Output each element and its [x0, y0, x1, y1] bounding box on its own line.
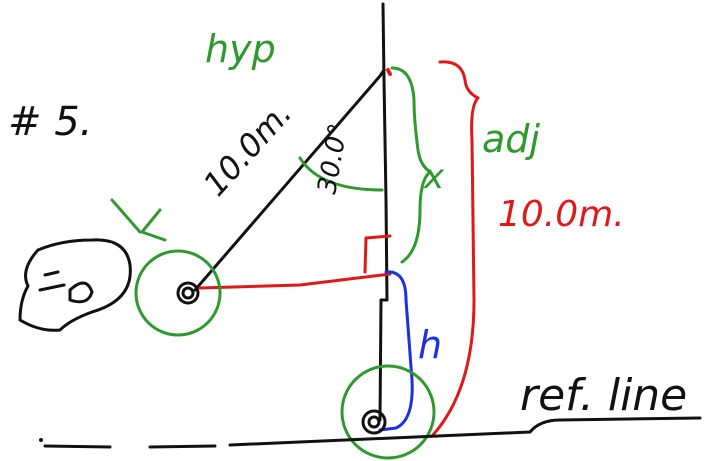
svg-text:# 5.: # 5. — [8, 99, 92, 145]
reference-line — [43, 416, 702, 449]
adj-brace — [430, 60, 480, 438]
bob-start-circle — [134, 249, 222, 337]
angle-label: 30.0° — [312, 121, 354, 196]
horizontal-offset — [198, 272, 392, 290]
x-label: x — [423, 157, 445, 197]
svg-text:ref. line: ref. line — [520, 370, 687, 421]
bob-bottom — [340, 364, 436, 460]
right-angle-marker-icon — [363, 234, 392, 274]
svg-text:hyp: hyp — [205, 27, 276, 71]
x-brace — [390, 66, 432, 264]
problem-number: # 5. — [8, 99, 92, 145]
h-brace — [378, 270, 414, 432]
adj-label: adj — [482, 117, 540, 161]
vertical-line — [378, 2, 389, 422]
svg-text:adj: adj — [482, 117, 540, 161]
bob-bottom-circle — [340, 364, 436, 460]
svg-text:x: x — [423, 157, 445, 197]
bob-start-mass — [176, 281, 200, 305]
adj-length-label: 10.0m. — [498, 194, 625, 235]
reference-line-label: ref. line — [520, 370, 687, 421]
bob-bottom-mass — [361, 409, 387, 435]
angle-arc — [298, 156, 384, 192]
pendulum-string — [193, 68, 386, 292]
svg-text:h: h — [418, 323, 442, 367]
head-sketch-icon — [18, 238, 132, 332]
svg-text:30.0°: 30.0° — [312, 121, 354, 196]
bob-start-mass-inner — [181, 286, 195, 300]
h-label: h — [418, 323, 442, 367]
reference-dot — [39, 438, 43, 442]
y-marker — [110, 198, 167, 242]
bob-bottom-mass-inner — [367, 415, 381, 429]
top-tick — [386, 68, 392, 76]
bob-start — [134, 249, 222, 337]
svg-text:10.0m.: 10.0m. — [498, 194, 625, 235]
hyp-label: hyp — [205, 27, 276, 71]
